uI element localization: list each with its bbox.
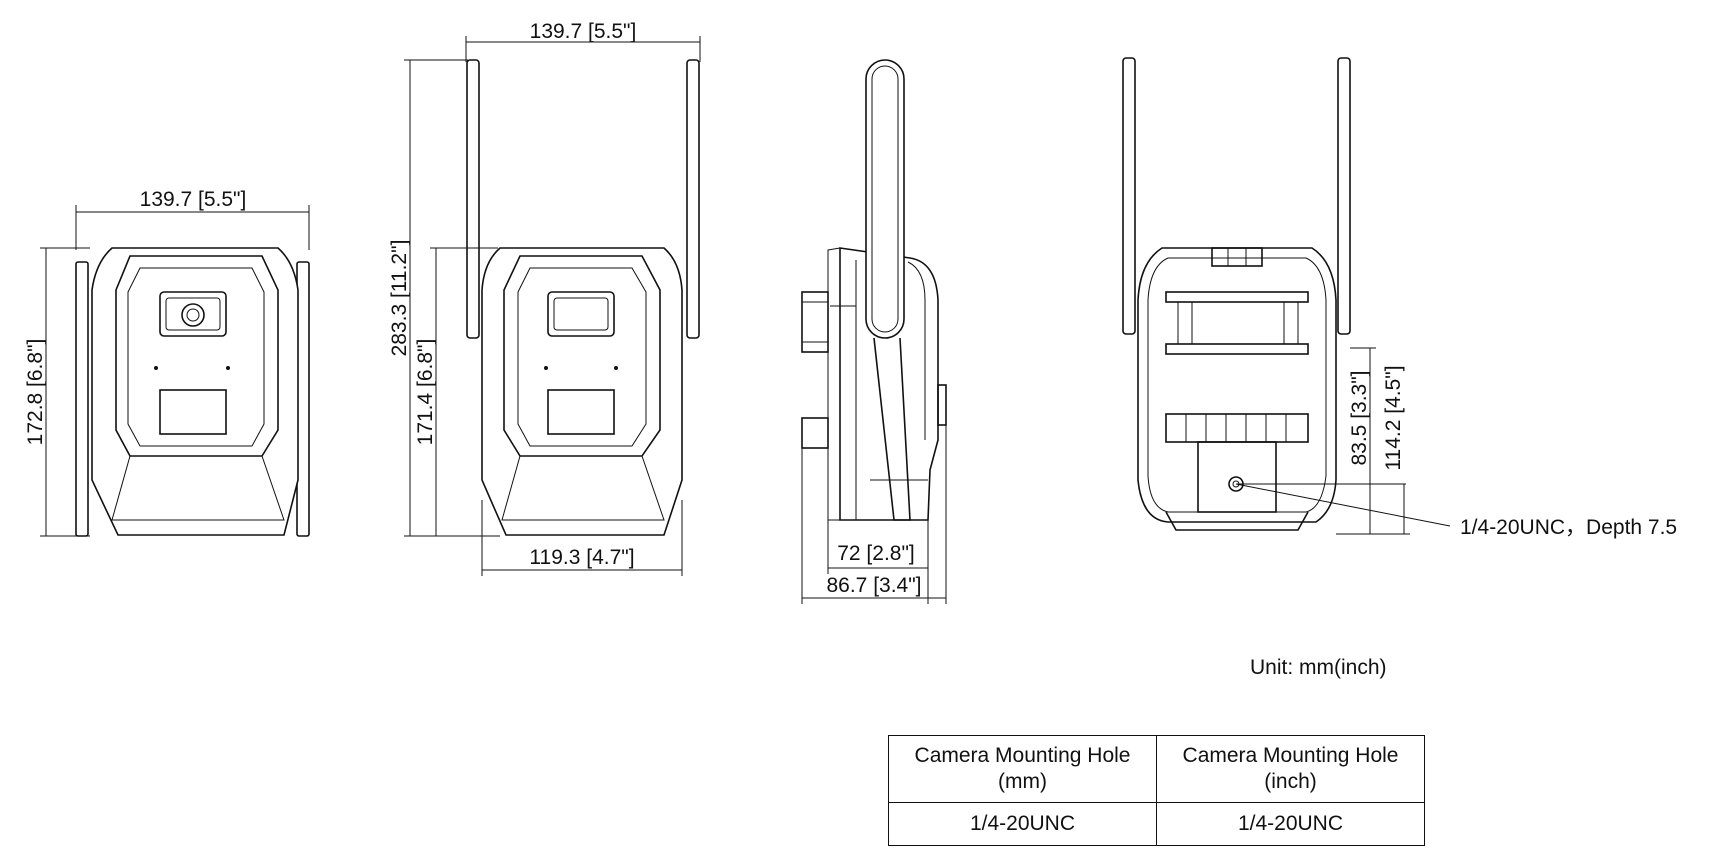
screw-icon [544, 366, 548, 370]
bracket [801, 291, 829, 353]
table-cell-mm: 1/4-20UNC [888, 802, 1157, 846]
bottom-width-label: 119.3 [4.7"] [529, 546, 634, 569]
back-view: 1/4-20UNC，Depth 7.5 83.5 [3.3"] 114.2 [4… [1122, 57, 1677, 539]
lens-window [159, 291, 227, 337]
left-antenna [466, 59, 480, 339]
rail [1165, 291, 1309, 303]
screw-icon [226, 366, 230, 370]
table-header-inch: Camera Mounting Hole (inch) [1156, 735, 1425, 803]
housing [91, 247, 299, 536]
back-housing [1137, 247, 1337, 523]
left-antenna [75, 261, 89, 537]
lens-window [547, 291, 615, 337]
top-connector [1211, 247, 1263, 267]
right-antenna [1337, 57, 1351, 335]
side-view: 72 [2.8"] 86.7 [3.4"] [801, 59, 947, 604]
mounting-hole-table: Camera Mounting Hole (mm) Camera Mountin… [888, 735, 1425, 846]
side-antenna [865, 59, 905, 339]
bracket [801, 417, 829, 449]
front-view: 139.7 [5.5"] 172.8 [6.8"] [24, 188, 310, 537]
table-cell-inch: 1/4-20UNC [1156, 802, 1425, 846]
sensor-window [547, 389, 615, 435]
front-width-label: 139.7 [5.5"] [140, 188, 247, 211]
front-antenna-view: 139.7 [5.5"] 283.3 [11.2"] 171.4 [6.8"] … [388, 20, 701, 576]
unit-label: Unit: mm(inch) [1250, 656, 1387, 679]
total-height-label: 283.3 [11.2"] [388, 240, 411, 357]
sensor-window [159, 389, 227, 435]
table-header-mm: Camera Mounting Hole (mm) [888, 735, 1157, 803]
screw-icon [614, 366, 618, 370]
hole-callout-label: 1/4-20UNC，Depth 7.5 [1460, 516, 1677, 539]
body-height-label: 171.4 [6.8"] [414, 339, 437, 446]
mount-plate [1197, 441, 1277, 513]
body-depth-label: 72 [2.8"] [837, 542, 915, 565]
top-width-label: 139.7 [5.5"] [530, 20, 637, 43]
bottom-feet [1165, 511, 1309, 531]
left-antenna [1122, 57, 1136, 335]
hole-bracket-label: 83.5 [3.3"] [1348, 370, 1371, 465]
front-height-label: 172.8 [6.8"] [24, 339, 47, 446]
lens-icon [181, 303, 205, 327]
side-body [839, 247, 939, 521]
hole-height-label: 114.2 [4.5"] [1382, 365, 1405, 470]
right-antenna [686, 59, 700, 339]
table-row: 1/4-20UNC 1/4-20UNC [888, 802, 1425, 846]
total-depth-label: 86.7 [3.4"] [826, 574, 921, 597]
screw-icon [154, 366, 158, 370]
rail [1165, 343, 1309, 355]
housing [481, 247, 683, 536]
table-header-row: Camera Mounting Hole (mm) Camera Mountin… [888, 735, 1425, 803]
